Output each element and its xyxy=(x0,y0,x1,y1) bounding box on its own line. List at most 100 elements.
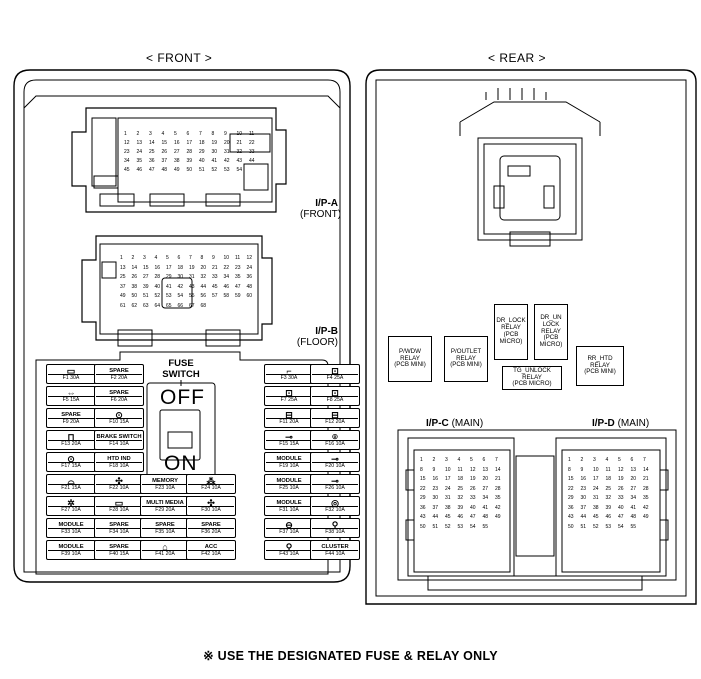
ipa-pin: 27 xyxy=(174,149,180,155)
ipd-pin: 9 xyxy=(580,466,584,473)
ipa-pin: 12 xyxy=(124,140,130,146)
front-view-title: < FRONT > xyxy=(146,51,213,65)
ipb-pin: 32 xyxy=(200,274,207,280)
ipc-pin: 16 xyxy=(432,476,439,482)
relay-tgunlock: TG_UNLOCK RELAY (PCB MICRO) xyxy=(502,366,562,390)
ipb-pin: 60 xyxy=(246,293,253,299)
fuse-rating: F15 15A xyxy=(266,440,312,448)
fuse-rating: F26 10A xyxy=(312,484,358,492)
ipc-name: I/P-C xyxy=(426,418,449,429)
ipa-pin: 30 xyxy=(211,149,218,155)
fuse-rating: F19 10A xyxy=(266,462,312,470)
fuse-f43: ⚲F43 10A xyxy=(264,540,314,560)
ipd-pin: 10 xyxy=(593,466,599,473)
ipc-pin: 5 xyxy=(470,457,473,463)
fuse-f10: ⊙F10 15A xyxy=(94,408,144,428)
ipc-pin: 38 xyxy=(445,504,451,511)
ipc-pin: 21 xyxy=(495,476,501,482)
power-socket-icon: ⊙ xyxy=(67,454,75,465)
ipc-pin: 24 xyxy=(445,485,451,492)
ipc-pin: 26 xyxy=(470,485,476,492)
steering-icon: ⊖ xyxy=(285,520,293,531)
ipa-pin: 39 xyxy=(186,158,193,164)
ipd-pin: 17 xyxy=(593,476,599,482)
ipb-pin: 29 xyxy=(166,274,172,280)
smart-key-icon: ⌾ xyxy=(332,432,338,443)
fuse-label: SPARE xyxy=(109,368,129,375)
ipc-pin: 11 xyxy=(457,466,463,473)
ipb-label: I/P-B (FLOOR) xyxy=(296,326,338,348)
ipa-pin: 9 xyxy=(224,131,227,137)
fuse-switch-title: FUSE SWITCH xyxy=(162,358,200,380)
ipb-pin: 6 xyxy=(177,255,181,261)
ipd-pin: 24 xyxy=(593,485,599,492)
ipd-pin: 43 xyxy=(568,514,574,520)
ipa-pin: 47 xyxy=(149,167,155,173)
ipc-pin: 52 xyxy=(445,523,451,530)
ipa-pin: 19 xyxy=(211,140,218,146)
fuse-f22: ✣F22 10A xyxy=(94,474,144,494)
ipa-pin: 28 xyxy=(186,149,193,155)
seat-heater-icon: ⌐ xyxy=(286,366,292,377)
ipa-pin: 21 xyxy=(236,140,243,146)
ipc-pin: 1 xyxy=(420,457,423,463)
rear-view-title: < REAR > xyxy=(488,51,547,65)
fuse-rating: F36 20A xyxy=(188,528,234,536)
ipb-pin: 67 xyxy=(189,302,195,309)
ipb-pin: 10 xyxy=(223,255,230,261)
ipa-pin: 10 xyxy=(236,131,243,137)
ipc-pin: 23 xyxy=(432,485,439,492)
ipa-pin: 34 xyxy=(124,158,130,164)
fuse-label: MODULE xyxy=(276,500,302,507)
power-outlet-icon: ⊟ xyxy=(285,410,293,421)
ipd-name: I/P-D xyxy=(592,418,615,429)
ipa-pin: 36 xyxy=(149,158,155,164)
ipa-pin: 23 xyxy=(124,149,130,155)
ipa-connector-outline xyxy=(71,107,287,213)
fuse-f7: ⊡F7 25A xyxy=(264,386,314,406)
fuse-rating: F25 10A xyxy=(266,484,312,492)
fuse-rating: F35 10A xyxy=(142,528,188,536)
ipa-pin: 16 xyxy=(174,140,180,146)
fuse-f8: ⊡F8 25A xyxy=(310,386,360,406)
ipa-pin: 35 xyxy=(136,158,143,164)
blower-icon: ✣ xyxy=(115,476,123,487)
ipb-pin: 19 xyxy=(189,264,195,271)
ipa-pin: 45 xyxy=(124,167,130,173)
fuse-rating: F39 10A xyxy=(48,550,94,558)
power-outlet-icon: ⊟ xyxy=(331,410,339,421)
ipb-connector-outline xyxy=(81,235,273,341)
ipb-pin: 4 xyxy=(154,255,158,261)
ipa-pin: 41 xyxy=(211,158,218,164)
fuse-rating: F23 10A xyxy=(142,484,188,492)
ipc-pin: 41 xyxy=(482,504,489,511)
fuse-f17: ⊙F17 15A xyxy=(46,452,96,472)
ipc-pin: 10 xyxy=(445,466,451,473)
ipa-pin: 15 xyxy=(161,140,168,146)
ipc-pin: 53 xyxy=(457,523,464,530)
fuse-rating: F8 25A xyxy=(312,396,358,404)
fuse-label: SPARE xyxy=(109,544,129,551)
key-icon: ⊸ xyxy=(285,432,293,443)
ipa-pin: 46 xyxy=(136,167,143,173)
fuse-rating: F17 15A xyxy=(48,462,94,470)
fuse-rating: F14 10A xyxy=(96,440,142,448)
ipd-pin: 46 xyxy=(605,514,612,520)
blower-icon: ✣ xyxy=(207,498,215,509)
ipa-name: I/P-A xyxy=(315,198,338,209)
ipa-pin: 1 xyxy=(124,131,127,137)
fuse-label: BRAKE SWITCH xyxy=(96,434,142,441)
ipa-pin: 43 xyxy=(236,158,243,164)
ipc-pin: 35 xyxy=(495,495,501,501)
ipc-pin: 42 xyxy=(495,504,501,511)
ipd-pin: 45 xyxy=(593,514,599,520)
ipa-pin: 32 xyxy=(236,149,243,155)
fuse-switch-toggle[interactable] xyxy=(168,432,192,448)
fuse-rating: F33 10A xyxy=(48,528,94,536)
fuse-rating: F34 10A xyxy=(96,528,142,536)
